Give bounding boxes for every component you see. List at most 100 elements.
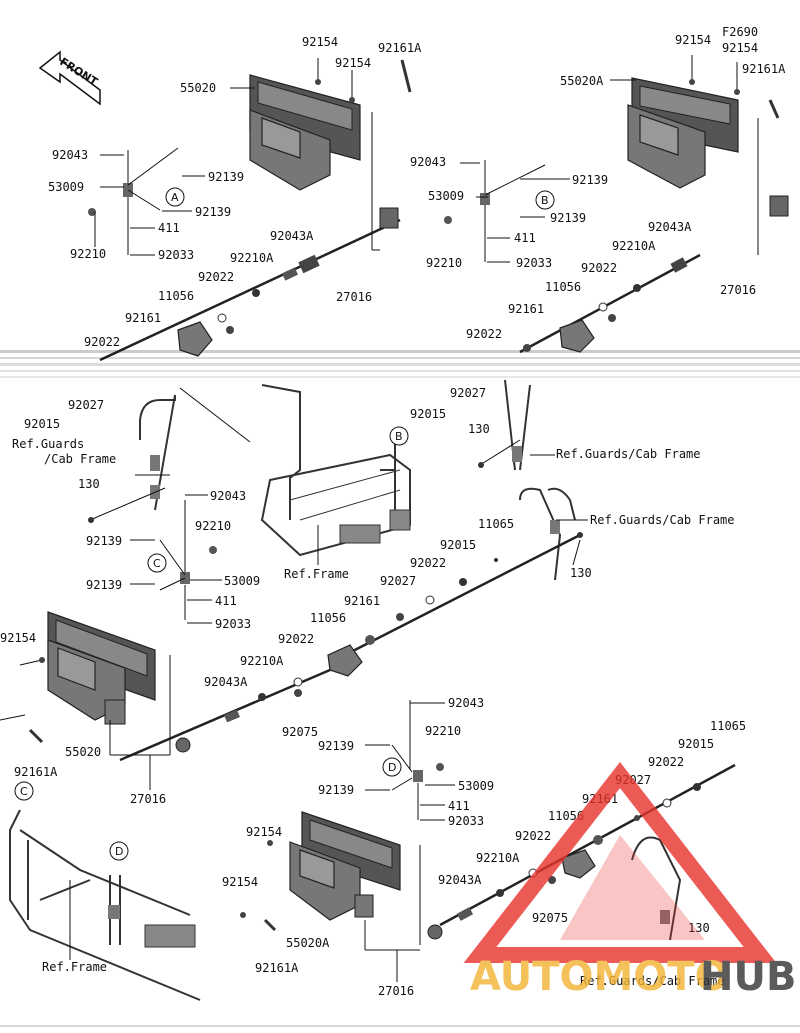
label-92043: 92043 bbox=[52, 148, 88, 162]
callout-c: C bbox=[147, 553, 167, 573]
label-92043: 92043 bbox=[410, 155, 446, 169]
label-55020A: 55020A bbox=[560, 74, 604, 88]
label-411: 411 bbox=[448, 799, 470, 813]
label-92161A: 92161A bbox=[378, 41, 422, 55]
label-92210: 92210 bbox=[425, 724, 461, 738]
label-F2690: F2690 bbox=[722, 25, 758, 39]
label-92154: 92154 bbox=[302, 35, 338, 49]
label-92043: 92043 bbox=[210, 489, 246, 503]
label-92022: 92022 bbox=[648, 755, 684, 769]
svg-text:B: B bbox=[541, 194, 549, 207]
callout-d-frame: D bbox=[109, 841, 129, 861]
label-ref-guards-cab-frame: Ref.Guards/Cab Frame bbox=[580, 974, 725, 988]
label-92027: 92027 bbox=[450, 386, 486, 400]
label-55020A: 55020A bbox=[286, 936, 330, 950]
callout-b-frame: B bbox=[389, 426, 409, 446]
label-27016: 27016 bbox=[720, 283, 756, 297]
assembly-c bbox=[0, 500, 331, 790]
label-411: 411 bbox=[215, 594, 237, 608]
label-130: 130 bbox=[688, 921, 710, 935]
watermark-text-1: AUTOMOTO bbox=[470, 954, 729, 1000]
label-92210: 92210 bbox=[70, 247, 106, 261]
label-92022: 92022 bbox=[410, 556, 446, 570]
svg-text:C: C bbox=[153, 557, 161, 570]
label-ref-guards: Ref.Guards bbox=[12, 437, 84, 451]
label-92210: 92210 bbox=[426, 256, 462, 270]
label-130: 130 bbox=[570, 566, 592, 580]
label-ref-frame: Ref.Frame bbox=[42, 960, 107, 974]
label-92210A: 92210A bbox=[612, 239, 656, 253]
label-53009: 53009 bbox=[224, 574, 260, 588]
label-92022: 92022 bbox=[581, 261, 617, 275]
label-92154: 92154 bbox=[246, 825, 282, 839]
guard-tube-left bbox=[88, 387, 251, 523]
label-92161A: 92161A bbox=[14, 765, 58, 779]
label-92033: 92033 bbox=[448, 814, 484, 828]
leader-lines bbox=[94, 79, 636, 821]
watermark-text-2: HUB bbox=[700, 954, 796, 1000]
label-92043A: 92043A bbox=[648, 220, 692, 234]
label-55020: 55020 bbox=[180, 81, 216, 95]
label-11065: 11065 bbox=[710, 719, 746, 733]
label-11056: 11056 bbox=[310, 611, 346, 625]
label-92027: 92027 bbox=[68, 398, 104, 412]
label-92043A: 92043A bbox=[204, 675, 248, 689]
label-92139: 92139 bbox=[318, 783, 354, 797]
label-92015: 92015 bbox=[24, 417, 60, 431]
label-ref-guards-cab-frame: Ref.Guards/Cab Frame bbox=[590, 513, 735, 527]
svg-text:A: A bbox=[171, 191, 179, 204]
label-92154: 92154 bbox=[0, 631, 36, 645]
middle-frame bbox=[260, 384, 411, 565]
label-53009: 53009 bbox=[458, 779, 494, 793]
label-92154: 92154 bbox=[335, 56, 371, 70]
label-92075: 92075 bbox=[282, 725, 318, 739]
label-92033: 92033 bbox=[158, 248, 194, 262]
label-92161A: 92161A bbox=[742, 62, 786, 76]
label-411: 411 bbox=[514, 231, 536, 245]
svg-text:D: D bbox=[388, 761, 396, 774]
label-92139: 92139 bbox=[195, 205, 231, 219]
label-92033: 92033 bbox=[215, 617, 251, 631]
label-92139: 92139 bbox=[86, 534, 122, 548]
label-92043A: 92043A bbox=[438, 873, 482, 887]
label-92154: 92154 bbox=[675, 33, 711, 47]
label-130: 130 bbox=[78, 477, 100, 491]
watermark-logo: AUTOMOTO HUB bbox=[463, 761, 796, 1000]
label-92210: 92210 bbox=[195, 519, 231, 533]
label-92210A: 92210A bbox=[230, 251, 274, 265]
label-92043: 92043 bbox=[448, 696, 484, 710]
label-92027: 92027 bbox=[380, 574, 416, 588]
callout-d: D bbox=[382, 757, 402, 777]
front-arrow-icon: FRONT bbox=[38, 50, 101, 106]
assembly-b bbox=[444, 55, 789, 354]
label-92139: 92139 bbox=[318, 739, 354, 753]
label-92139: 92139 bbox=[572, 173, 608, 187]
label-92022: 92022 bbox=[278, 632, 314, 646]
svg-text:D: D bbox=[115, 845, 123, 858]
label-92015: 92015 bbox=[678, 737, 714, 751]
label-92033: 92033 bbox=[516, 256, 552, 270]
label-11065: 11065 bbox=[478, 517, 514, 531]
label-92161A: 92161A bbox=[255, 961, 299, 975]
label-92139: 92139 bbox=[550, 211, 586, 225]
label-11056: 11056 bbox=[158, 289, 194, 303]
label-ref-frame: Ref.Frame bbox=[284, 567, 349, 581]
label-130: 130 bbox=[468, 422, 490, 436]
callout-a: A bbox=[165, 187, 185, 207]
label-55020: 55020 bbox=[65, 745, 101, 759]
label-53009: 53009 bbox=[48, 180, 84, 194]
frame-lower-left bbox=[9, 809, 201, 1001]
label-92139: 92139 bbox=[86, 578, 122, 592]
label-92210A: 92210A bbox=[240, 654, 284, 668]
label-92043A: 92043A bbox=[270, 229, 314, 243]
label-92022: 92022 bbox=[466, 327, 502, 341]
label-11056: 11056 bbox=[545, 280, 581, 294]
guard-tube-right bbox=[478, 379, 555, 471]
label-92154: 92154 bbox=[722, 41, 758, 55]
label-92015: 92015 bbox=[410, 407, 446, 421]
assembly-a bbox=[88, 58, 412, 362]
svg-text:B: B bbox=[395, 430, 403, 443]
label-92210A: 92210A bbox=[476, 851, 520, 865]
guard-tube-mid-right bbox=[327, 487, 583, 677]
